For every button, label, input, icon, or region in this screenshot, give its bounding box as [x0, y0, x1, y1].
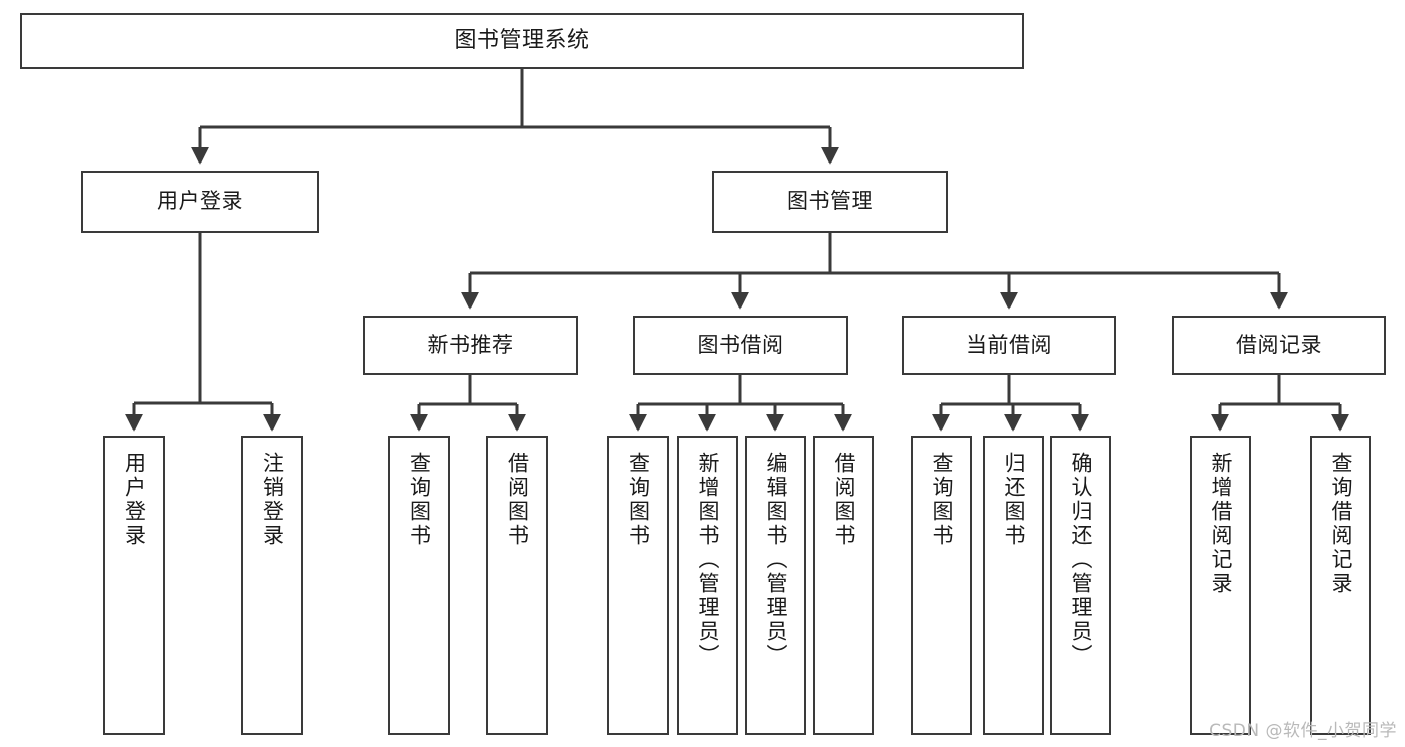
- node-book-management[interactable]: 图书管理: [712, 171, 948, 233]
- leaf-borrow-book-recommend[interactable]: 借阅图书: [486, 436, 548, 735]
- node-borrow-record[interactable]: 借阅记录: [1172, 316, 1386, 375]
- node-current-borrow[interactable]: 当前借阅: [902, 316, 1116, 375]
- leaf-query-book-label: 查询图书: [626, 452, 651, 548]
- watermark: CSDN @软件_小贺同学: [1209, 721, 1397, 741]
- node-book-borrow[interactable]: 图书借阅: [633, 316, 848, 375]
- leaf-borrow-book[interactable]: 借阅图书: [813, 436, 874, 735]
- node-user-login[interactable]: 用户登录: [81, 171, 319, 233]
- node-borrow-record-label: 借阅记录: [1236, 332, 1322, 357]
- node-root[interactable]: 图书管理系统: [20, 13, 1024, 69]
- leaf-edit-book-admin-label: 编辑图书（管理员）: [764, 452, 788, 668]
- leaf-add-borrow-record[interactable]: 新增借阅记录: [1190, 436, 1251, 735]
- leaf-query-book[interactable]: 查询图书: [607, 436, 669, 735]
- leaf-query-borrow-record-label: 查询借阅记录: [1329, 452, 1353, 596]
- leaf-borrow-book-label: 借阅图书: [832, 452, 856, 548]
- node-book-borrow-label: 图书借阅: [697, 332, 784, 357]
- node-new-book-recommend-label: 新书推荐: [427, 332, 514, 357]
- leaf-query-borrow-record[interactable]: 查询借阅记录: [1310, 436, 1371, 735]
- leaf-add-book-admin-label: 新增图书（管理员）: [696, 452, 720, 668]
- leaf-user-login[interactable]: 用户登录: [103, 436, 165, 735]
- leaf-add-borrow-record-label: 新增借阅记录: [1209, 452, 1233, 596]
- leaf-query-book-current-label: 查询图书: [930, 452, 954, 548]
- leaf-edit-book-admin[interactable]: 编辑图书（管理员）: [745, 436, 806, 735]
- node-current-borrow-label: 当前借阅: [966, 332, 1052, 357]
- node-user-login-label: 用户登录: [157, 189, 243, 214]
- leaf-return-book[interactable]: 归还图书: [983, 436, 1044, 735]
- leaf-user-login-label: 用户登录: [122, 452, 147, 548]
- leaf-query-book-recommend-label: 查询图书: [407, 452, 432, 548]
- leaf-borrow-book-recommend-label: 借阅图书: [505, 452, 530, 548]
- leaf-query-book-recommend[interactable]: 查询图书: [388, 436, 450, 735]
- leaf-return-book-label: 归还图书: [1002, 452, 1026, 548]
- leaf-confirm-return-admin[interactable]: 确认归还（管理员）: [1050, 436, 1111, 735]
- node-root-label: 图书管理系统: [454, 28, 590, 54]
- leaf-add-book-admin[interactable]: 新增图书（管理员）: [677, 436, 738, 735]
- node-book-management-label: 图书管理: [787, 189, 873, 214]
- leaf-logout[interactable]: 注销登录: [241, 436, 303, 735]
- leaf-query-book-current[interactable]: 查询图书: [911, 436, 972, 735]
- node-new-book-recommend[interactable]: 新书推荐: [363, 316, 578, 375]
- leaf-logout-label: 注销登录: [260, 452, 285, 548]
- leaf-confirm-return-admin-label: 确认归还（管理员）: [1069, 452, 1093, 668]
